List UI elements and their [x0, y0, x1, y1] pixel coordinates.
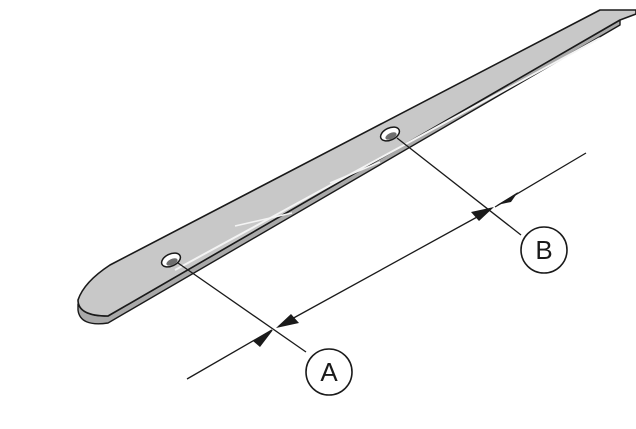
callout-a-circle — [305, 348, 353, 396]
arrow-left-inner — [276, 314, 299, 328]
dimension-line — [186, 152, 587, 380]
mounting-hole-a — [160, 252, 182, 268]
strip-groove-line-3 — [329, 161, 381, 184]
callout-b-circle — [520, 226, 568, 274]
arrow-left-outer — [253, 330, 273, 347]
arrow-right-outer — [497, 192, 518, 205]
dimension-line-main — [278, 210, 489, 327]
callout-b-label: B — [535, 235, 552, 265]
strip-groove-line-2 — [234, 212, 293, 227]
callout-b: B — [520, 226, 568, 274]
mounting-strip — [77, 9, 636, 325]
strip-groove-line-1 — [174, 37, 601, 271]
extension-line-a — [177, 262, 307, 353]
mounting-hole-b — [379, 126, 401, 142]
extension-line-b — [396, 137, 522, 236]
strip-top-face — [77, 9, 636, 317]
callout-a: A — [305, 348, 353, 396]
dimension-line-lower-extension — [186, 329, 273, 380]
arrow-right-inner — [471, 207, 494, 221]
callout-a-label: A — [320, 357, 338, 387]
